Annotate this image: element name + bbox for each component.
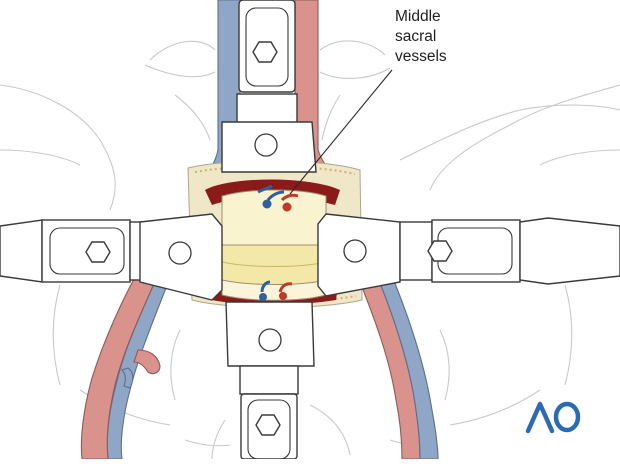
label-line-3: vessels (395, 48, 447, 65)
middle-sacral-vessels-label: Middle sacral vessels (395, 7, 515, 67)
retractor-bottom (225, 301, 315, 460)
ao-logo (525, 401, 581, 434)
hex-nut-icon (85, 241, 111, 263)
retractor-right (317, 213, 620, 297)
label-leader-line (289, 69, 393, 195)
retractor-top (221, 0, 317, 173)
vertebral-body (221, 189, 327, 246)
label-line-1: Middle (395, 8, 441, 25)
hex-nut-icon (255, 414, 281, 436)
label-line-2: sacral (395, 28, 437, 45)
hex-nut-icon (427, 240, 453, 262)
retractor-left (0, 213, 223, 301)
hex-nut-icon (252, 41, 278, 63)
middle-sacral-vessels (257, 184, 299, 301)
left-internal-iliac-branch (133, 349, 161, 375)
